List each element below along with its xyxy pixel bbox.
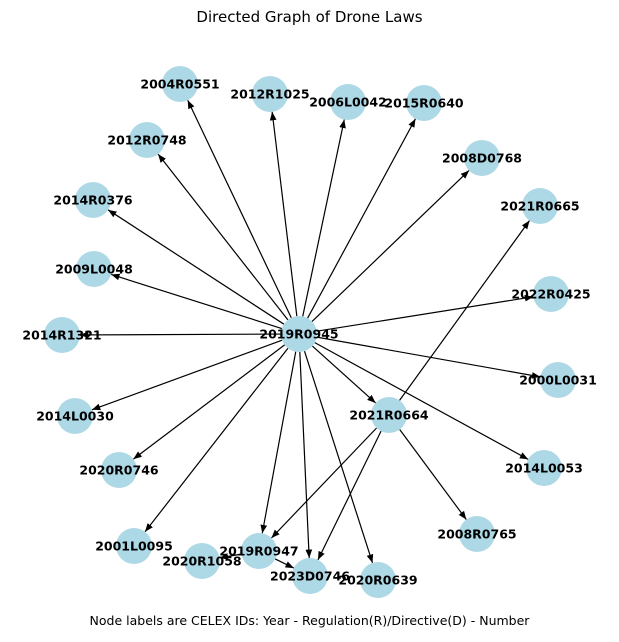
edges-layer	[79, 99, 541, 569]
edge-2019R0945-to-2006L0042	[302, 119, 346, 317]
edge-2021R0664-to-2008R0765	[399, 429, 467, 520]
edge-2019R0945-to-2000L0031	[316, 336, 541, 379]
node-circle	[75, 182, 111, 218]
node-circle	[533, 276, 569, 312]
node-2009L0048: 2009L0048	[55, 251, 133, 287]
edge-2019R0945-to-2015R0640	[307, 118, 416, 319]
node-label: 2008R0765	[437, 527, 516, 542]
node-2019R0945: 2019R0945	[259, 316, 339, 352]
node-2008D0768: 2008D0768	[442, 140, 522, 176]
node-2021R0664: 2021R0664	[349, 397, 429, 433]
node-2014L0053: 2014L0053	[505, 450, 583, 486]
edge-2019R0945-to-2020R0746	[132, 344, 286, 460]
node-label: 2021R0665	[500, 199, 579, 214]
node-circle	[101, 452, 137, 488]
node-2001L0095: 2001L0095	[95, 528, 173, 564]
graph-footer-note: Node labels are CELEX IDs: Year - Regula…	[89, 613, 530, 628]
node-2014R1321: 2014R1321	[22, 317, 102, 353]
node-2012R1025: 2012R1025	[230, 76, 310, 112]
node-circle	[241, 533, 277, 569]
node-2004R0551: 2004R0551	[140, 66, 220, 102]
edge-2019R0947-to-2020R1058	[219, 553, 242, 560]
node-label: 2019R0945	[259, 327, 338, 342]
nodes-layer: 2019R0945 2021R0664 2004R0551 2012R10252006…	[22, 66, 597, 598]
edge-2019R0945-to-2020R0639	[303, 350, 374, 564]
node-circle	[330, 84, 366, 120]
node-label: 2008D0768	[442, 151, 522, 166]
node-label: 2014R0376	[53, 193, 133, 208]
node-circle	[116, 528, 152, 564]
edge-2021R0664-to-2021R0665	[399, 220, 530, 401]
edge-2019R0945-to-2014R1321	[79, 331, 282, 339]
edge-2021R0664-to-2019R0947	[271, 427, 377, 539]
node-2022R0425: 2022R0425	[511, 276, 591, 312]
edge-2019R0945-to-2014L0030	[91, 339, 283, 411]
node-2014R0376: 2014R0376	[53, 182, 133, 218]
node-label: 2006L0042	[309, 95, 387, 110]
node-circle	[184, 543, 220, 579]
node-label: 2014L0053	[505, 461, 583, 476]
edge-2019R0945-to-2022R0425	[316, 294, 534, 332]
node-label: 2019R0947	[219, 544, 298, 559]
edge-2019R0945-to-2001L0095	[144, 347, 289, 533]
node-label: 2009L0048	[55, 262, 133, 277]
node-circle	[252, 76, 288, 112]
node-circle	[540, 362, 576, 398]
node-label: 2014R1321	[22, 328, 101, 343]
node-label: 2015R0640	[384, 96, 464, 111]
node-circle	[281, 316, 317, 352]
edge-2019R0945-to-2014L0053	[314, 342, 529, 460]
node-circle	[459, 516, 495, 552]
node-label: 2000L0031	[519, 373, 597, 388]
node-2014L0030: 2014L0030	[36, 398, 114, 434]
edge-2019R0945-to-2009L0048	[110, 273, 283, 330]
node-circle	[360, 562, 396, 598]
node-2020R1058: 2020R1058	[162, 543, 242, 579]
node-label: 2004R0551	[140, 77, 219, 92]
node-2000L0031: 2000L0031	[519, 362, 597, 398]
node-circle	[526, 450, 562, 486]
node-2006L0042: 2006L0042	[309, 84, 387, 120]
node-label: 2012R0748	[107, 133, 186, 148]
node-label: 2021R0664	[349, 408, 429, 423]
edge-2019R0945-to-2008D0768	[311, 170, 470, 322]
node-2015R0640: 2015R0640	[384, 85, 464, 121]
edge-2021R0664-to-2023D0746	[317, 430, 382, 561]
node-2023D0746: 2023D0746	[270, 558, 350, 594]
node-label: 2012R1025	[230, 87, 309, 102]
edge-2019R0945-to-2023D0746	[299, 351, 313, 559]
edge-2019R0945-to-2021R0664	[311, 345, 377, 404]
node-2020R0639: 2020R0639	[338, 562, 418, 598]
edge-2019R0945-to-2012R0748	[157, 153, 289, 321]
node-label: 2022R0425	[511, 287, 590, 302]
edge-2019R0945-to-2012R1025	[269, 111, 298, 317]
node-circle	[292, 558, 328, 594]
graph-title: Directed Graph of Drone Laws	[196, 8, 423, 26]
node-circle	[76, 251, 112, 287]
node-label: 2020R0639	[338, 573, 417, 588]
node-2012R0748: 2012R0748	[107, 122, 187, 158]
node-2020R0746: 2020R0746	[79, 452, 159, 488]
edge-2019R0947-to-2023D0746	[274, 558, 295, 569]
node-circle	[44, 317, 80, 353]
node-label: 2020R0746	[79, 463, 159, 478]
edge-2019R0945-to-2019R0947	[260, 351, 297, 534]
node-label: 2020R1058	[162, 554, 241, 569]
node-circle	[522, 188, 558, 224]
node-circle	[162, 66, 198, 102]
node-label: 2014L0030	[36, 409, 114, 424]
node-label: 2001L0095	[95, 539, 173, 554]
node-circle	[129, 122, 165, 158]
edge-2019R0945-to-2014R0376	[107, 209, 285, 325]
node-circle	[371, 397, 407, 433]
node-circle	[57, 398, 93, 434]
node-label: 2023D0746	[270, 569, 350, 584]
node-2021R0665: 2021R0665	[500, 188, 580, 224]
node-2019R0947: 2019R0947	[219, 533, 299, 569]
edge-2019R0945-to-2004R0551	[187, 99, 292, 319]
node-circle	[406, 85, 442, 121]
node-2008R0765: 2008R0765	[437, 516, 517, 552]
node-circle	[464, 140, 500, 176]
